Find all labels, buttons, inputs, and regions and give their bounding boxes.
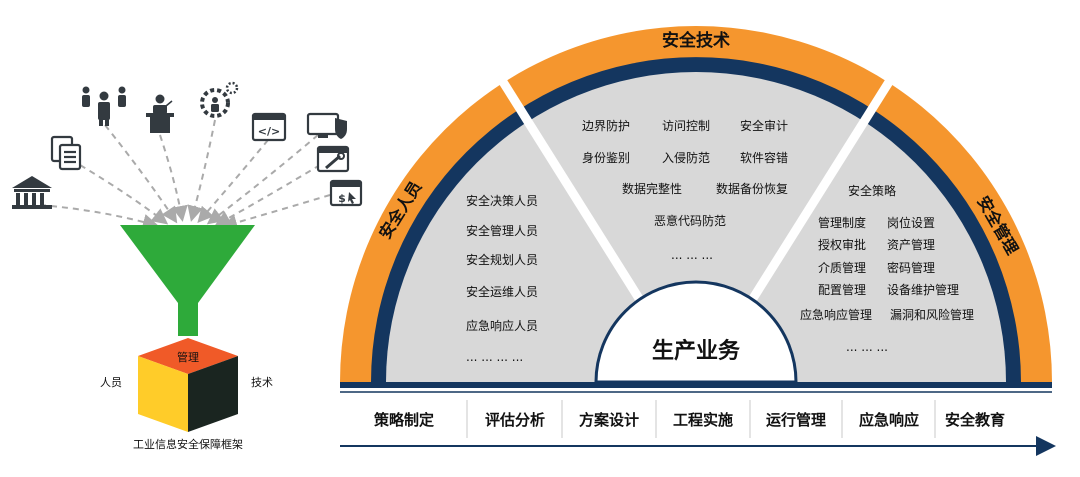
- people-group-icon: [82, 86, 126, 126]
- cube-right-face: [188, 356, 238, 432]
- phase-bar: 策略制定 评估分析 方案设计 工程实施 运行管理 应急响应 安全教育: [340, 382, 1056, 456]
- svg-text:$: $: [338, 192, 346, 205]
- personnel-item: 安全管理人员: [466, 223, 538, 238]
- technology-list: 边界防护 访问控制 安全审计 身份鉴别 入侵防范 软件容错 数据完整性 数据备份…: [582, 118, 788, 262]
- bank-icon: [12, 176, 52, 209]
- code-window-icon: </>: [251, 112, 287, 142]
- svg-text:</>: </>: [258, 125, 280, 138]
- sector-dividers: [484, 55, 908, 303]
- management-item: 授权审批: [818, 237, 866, 252]
- phase-item: 方案设计: [579, 411, 639, 429]
- arrow-code: [197, 139, 269, 224]
- phase-item: 运行管理: [766, 411, 826, 429]
- shield-monitor-icon: [306, 112, 347, 139]
- phase-item: 策略制定: [373, 411, 434, 429]
- arrow-documents: [79, 164, 169, 225]
- tools-window-icon: [316, 145, 350, 173]
- technology-item: 访问控制: [662, 119, 710, 133]
- technology-item: 恶意代码防范: [654, 213, 726, 228]
- technology-item: 边界防护: [582, 118, 630, 133]
- personnel-item: ... ... ... ...: [466, 350, 523, 364]
- documents-icon: [50, 135, 82, 171]
- arrow-shield: [206, 134, 319, 225]
- technology-item: ... ... ...: [671, 248, 713, 262]
- core-label: 生产业务: [652, 339, 741, 364]
- payment-window-icon: $: [329, 179, 363, 207]
- cube-left-face: [138, 356, 188, 432]
- gear-person-icon: [200, 81, 239, 118]
- management-item: 配置管理: [818, 282, 866, 297]
- semicircle-framework: 生产业务 安全技术 安全人员 安全管理 安全决策人员 安全管理人员 安全规划人员…: [340, 26, 1052, 384]
- technology-arc-title: 安全技术: [662, 30, 730, 51]
- management-item: 应急响应管理: [800, 307, 872, 322]
- management-item: 密码管理: [887, 260, 935, 275]
- technology-item: 数据备份恢复: [716, 181, 788, 196]
- phase-item: 评估分析: [485, 411, 545, 429]
- technology-item: 软件容错: [740, 150, 788, 165]
- phase-item: 工程实施: [673, 411, 733, 429]
- personnel-item: 安全运维人员: [466, 284, 538, 299]
- divider-right: [748, 55, 908, 303]
- management-item: 资产管理: [887, 237, 935, 252]
- technology-item: 入侵防范: [662, 150, 710, 165]
- arrow-payment: [221, 194, 331, 231]
- divider-left: [484, 55, 644, 303]
- management-item: 管理制度: [818, 215, 866, 230]
- phase-separators: [466, 400, 936, 438]
- cube-left-label: 人员: [100, 376, 122, 389]
- technology-item: 身份鉴别: [582, 150, 630, 165]
- management-item: 设备维护管理: [887, 282, 959, 297]
- arrow-podium: [159, 134, 188, 222]
- personnel-item: 安全决策人员: [466, 193, 538, 208]
- personnel-item: 安全规划人员: [466, 252, 538, 267]
- management-item: 岗位设置: [887, 215, 935, 230]
- core-semicircle: [594, 280, 798, 384]
- management-list: 安全策略 管理制度 岗位设置 授权审批 资产管理 介质管理 密码管理 配置管理 …: [800, 183, 974, 354]
- technology-item: 数据完整性: [622, 181, 682, 196]
- cube-top-label: 管理: [177, 350, 199, 364]
- framework-caption: 工业信息安全保障框架: [133, 437, 243, 451]
- technology-item: 安全审计: [740, 118, 788, 133]
- arrow-gear: [187, 119, 216, 222]
- personnel-item: 应急响应人员: [466, 318, 538, 333]
- cube-right-label: 技术: [251, 376, 273, 389]
- funnel-spout: [178, 302, 198, 336]
- phase-item: 应急响应: [859, 411, 919, 429]
- framework-cube: 管理 人员 技术 工业信息安全保障框架: [100, 338, 273, 451]
- input-arrows: [39, 119, 331, 231]
- management-item: 漏洞和风险管理: [890, 307, 974, 322]
- phase-item: 安全教育: [945, 411, 1005, 429]
- management-item: ... ... ...: [846, 340, 888, 354]
- management-item: 介质管理: [818, 260, 866, 275]
- personnel-list: 安全决策人员 安全管理人员 安全规划人员 安全运维人员 应急响应人员 ... .…: [466, 193, 538, 364]
- arrow-bank: [39, 204, 159, 230]
- funnel-section: </> $ 管理 人员 技术 工业: [12, 81, 363, 451]
- funnel: [120, 225, 255, 303]
- phase-bar-top-line: [340, 382, 1052, 388]
- arrow-people: [104, 124, 178, 224]
- arrow-tools: [214, 164, 321, 226]
- management-item: 安全策略: [848, 183, 896, 198]
- speaker-podium-icon: [146, 94, 174, 133]
